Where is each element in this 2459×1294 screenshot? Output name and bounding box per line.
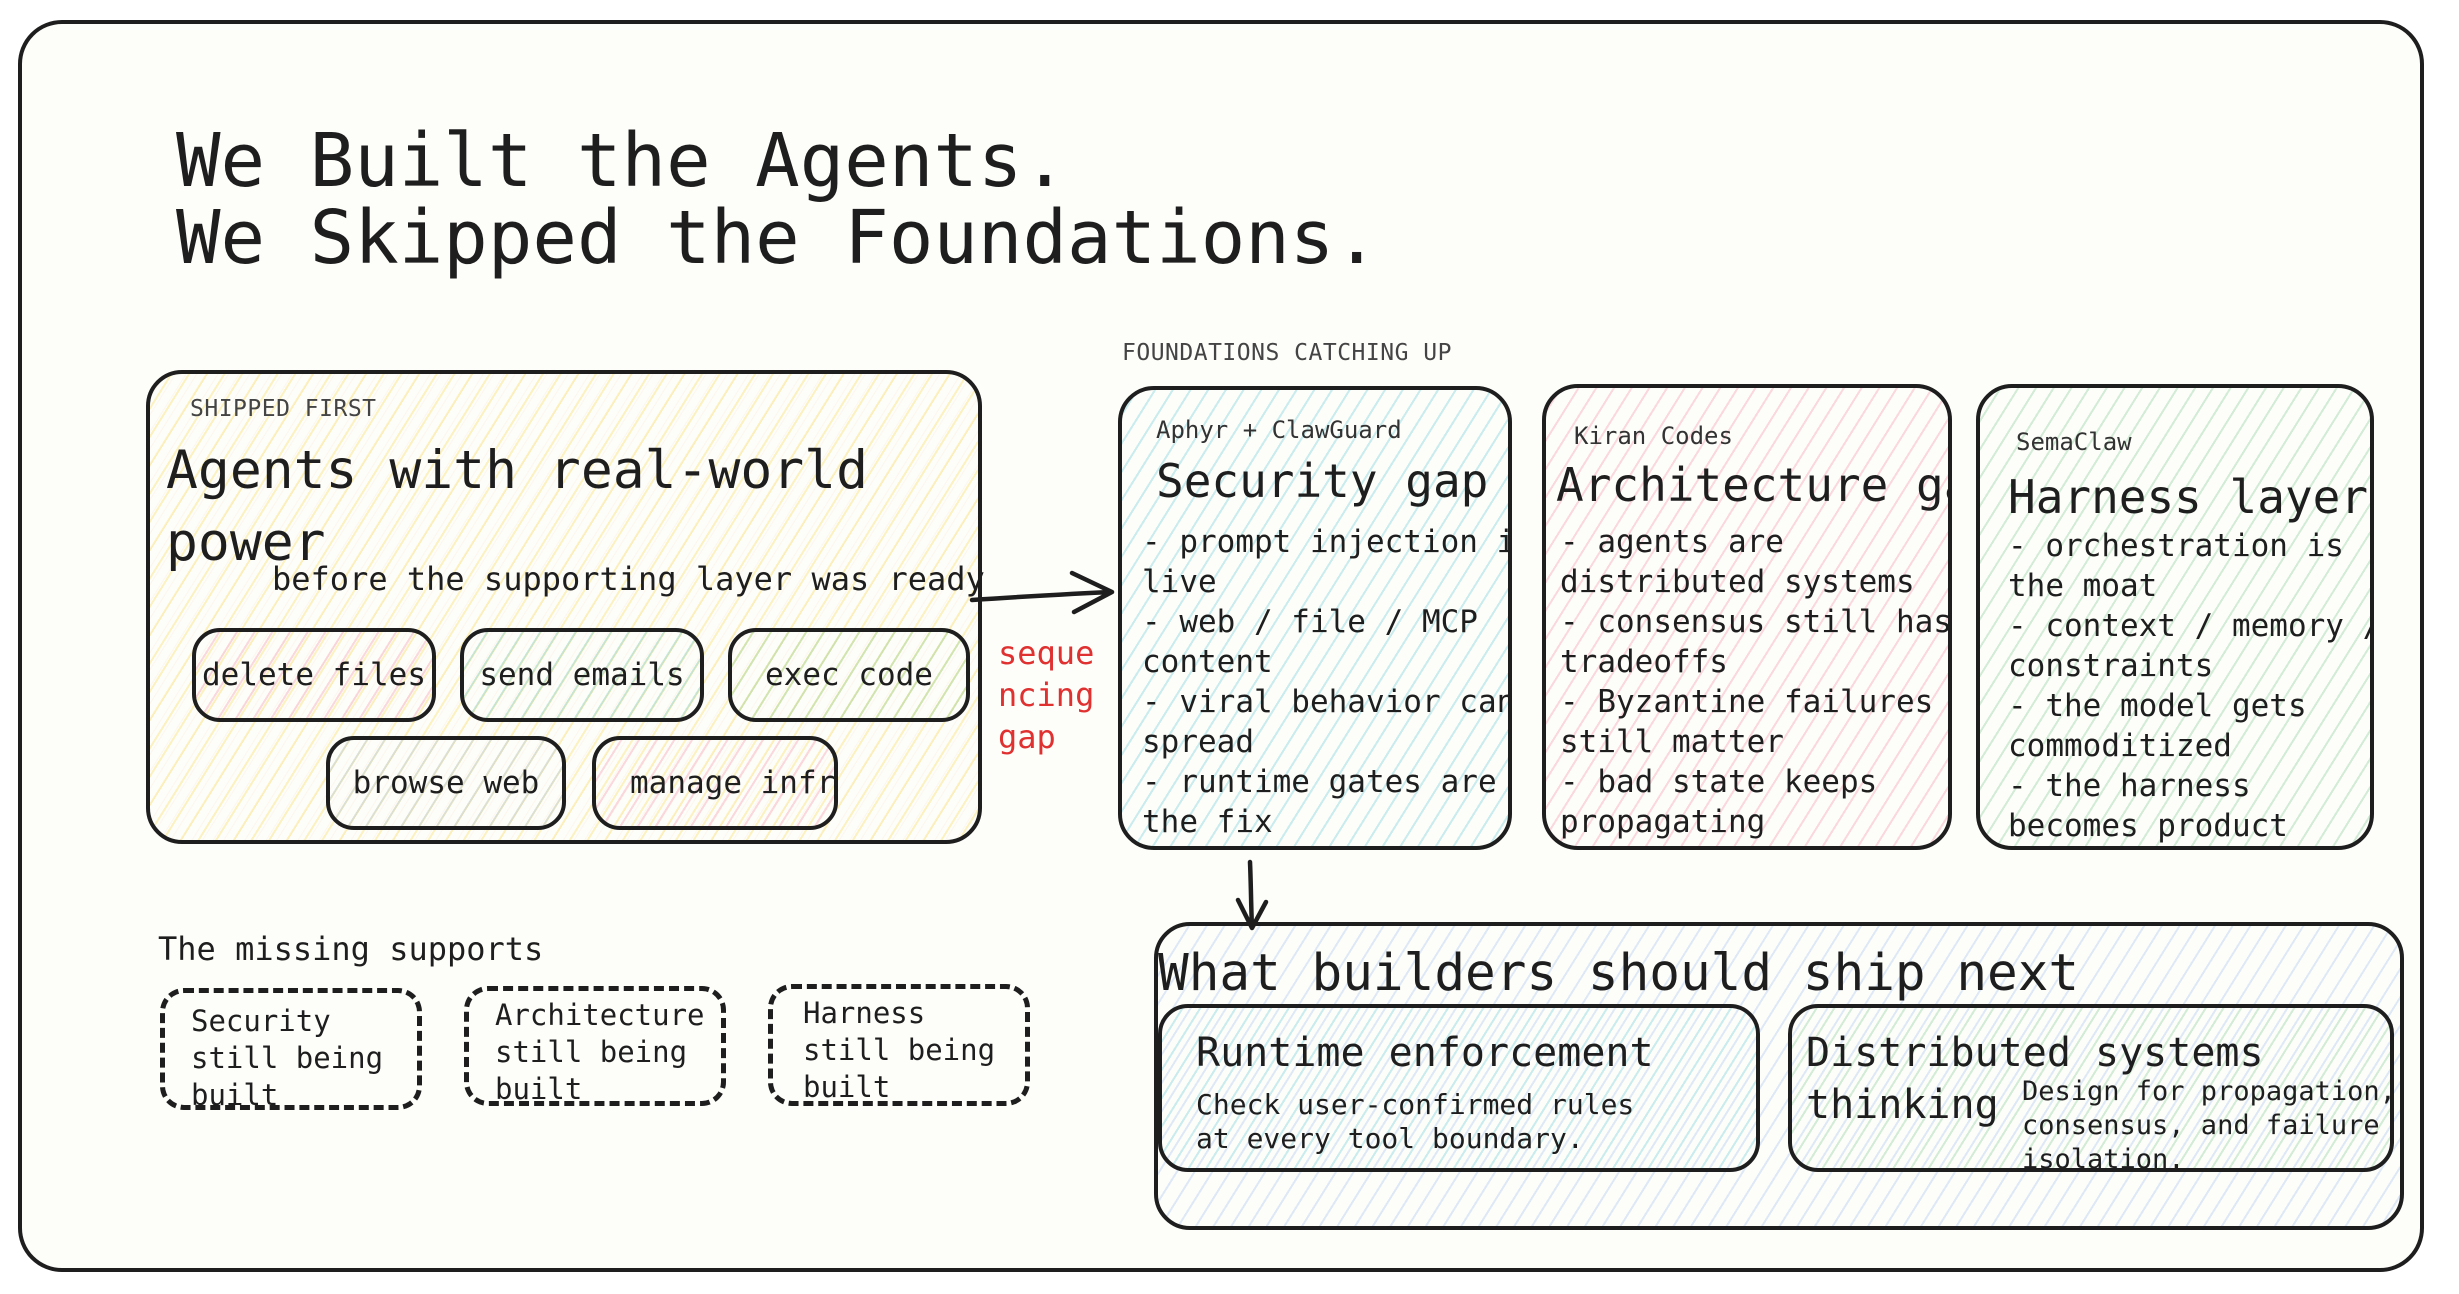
capability-exec-code: exec code [728,628,970,722]
bullet-line: live [1142,564,1217,600]
missing-line: built [803,1070,891,1104]
capability-label: delete files [202,657,426,693]
card-bullets: - prompt injection is live - web / file … [1142,522,1512,842]
sequencing-gap-label-1: seque [998,634,1095,672]
missing-line: still being [191,1041,384,1075]
shipped-heading-line-2: power [166,512,326,573]
bullet-line: distributed systems [1560,564,1915,600]
foundations-kicker: FOUNDATIONS CATCHING UP [1122,340,1452,366]
card-title: Harness layer [2008,470,2369,524]
distributed-systems-card: Distributed systems thinking Design for … [1788,1004,2394,1172]
bullet-line: - agents are [1560,524,1784,560]
distributed-line-2: consensus, and failure [2022,1110,2380,1141]
bullet-line: - orchestration is [2008,528,2344,564]
distributed-title-line-2: thinking [1806,1082,1999,1128]
card-bullets: - agents are distributed systems - conse… [1560,522,1952,842]
arrow-right-icon [969,570,1115,615]
capability-manage-infra: manage infra [592,736,838,830]
missing-support-text: Architecture still being built [495,997,705,1108]
bullet-line: the moat [2008,568,2158,604]
shipped-first-kicker: SHIPPED FIRST [190,396,377,422]
bullet-line: - runtime gates are [1142,764,1497,800]
distributed-line-3: isolation. [2022,1144,2185,1172]
bullet-line: the fix [1142,804,1273,840]
missing-support-harness: Harness still being built [768,984,1030,1106]
runtime-title: Runtime enforcement [1196,1030,1654,1076]
missing-support-text: Harness still being built [803,995,995,1106]
missing-support-text: Security still being built [191,1003,383,1114]
missing-support-security: Security still being built [160,988,422,1112]
card-author: SemaClaw [2016,428,2132,456]
shipped-subtitle: before the supporting layer was ready [272,560,985,598]
bullet-line: - prompt injection is [1142,524,1512,560]
bullet-line: content [1142,644,1273,680]
page-title-line-1: We Built the Agents. [176,118,1068,204]
card-title: Security gap [1156,454,1489,508]
bullet-line: - viral behavior can [1142,684,1512,720]
bullet-line: becomes product [2008,808,2288,844]
bullet-line: - bad state keeps [1560,764,1878,800]
missing-support-architecture: Architecture still being built [464,986,726,1106]
bullet-line: constraints [2008,648,2214,684]
card-author: Aphyr + ClawGuard [1156,416,1402,444]
page-title-line-2: We Skipped the Foundations. [176,195,1379,281]
missing-line: still being [495,1035,688,1069]
bullet-line: propagating [1560,804,1766,840]
bullet-line: commoditized [2008,728,2232,764]
bullet-line: - the model gets [2008,688,2307,724]
card-title: Architecture gap [1556,458,1948,512]
ship-next-card [1154,922,2404,1230]
sequencing-gap-label-3: gap [998,718,1056,756]
bullet-line: - context / memory / [2008,608,2374,644]
harness-layer-card: SemaClaw Harness layer - orchestration i… [1976,384,2374,850]
shipped-heading-line-1: Agents with real-world [166,440,868,501]
bullet-line: - consensus still has [1560,604,1952,640]
capability-label: manage infra [630,765,838,801]
missing-line: Security [191,1004,331,1038]
missing-line: still being [803,1033,996,1067]
bullet-line: spread [1142,724,1254,760]
missing-line: Harness [803,996,926,1030]
capability-browse-web: browse web [326,736,566,830]
missing-line: built [495,1072,583,1106]
arrow-down-icon [1235,859,1269,931]
bullet-line: - web / file / MCP [1142,604,1478,640]
bullet-line: still matter [1560,724,1784,760]
security-gap-card: Aphyr + ClawGuard Security gap - prompt … [1118,386,1512,850]
bullet-line: - the harness [2008,768,2251,804]
capability-label: send emails [479,657,685,693]
runtime-enforcement-card: Runtime enforcement Check user-confirmed… [1158,1004,1760,1172]
bullet-line: tradeoffs [1560,644,1728,680]
missing-line: Architecture [495,998,705,1032]
missing-supports-label: The missing supports [158,930,544,968]
ship-next-heading: What builders should ship next [1158,944,2080,1003]
capability-label: exec code [765,657,933,693]
distributed-line-1: Design for propagation, [2022,1076,2394,1107]
capability-delete-files: delete files [192,628,436,722]
architecture-gap-card: Kiran Codes Architecture gap - agents ar… [1542,384,1952,850]
runtime-line-1: Check user-confirmed rules [1196,1088,1635,1121]
bullet-line: - Byzantine failures [1560,684,1934,720]
runtime-line-2: at every tool boundary. [1196,1122,1584,1155]
card-bullets: - orchestration is the moat - context / … [2008,526,2374,846]
distributed-title-line-1: Distributed systems [1806,1030,2264,1076]
capability-label: browse web [352,765,540,801]
capability-send-emails: send emails [460,628,704,722]
sequencing-gap-label-2: ncing [998,676,1095,714]
missing-line: built [191,1078,279,1112]
card-author: Kiran Codes [1574,422,1733,450]
